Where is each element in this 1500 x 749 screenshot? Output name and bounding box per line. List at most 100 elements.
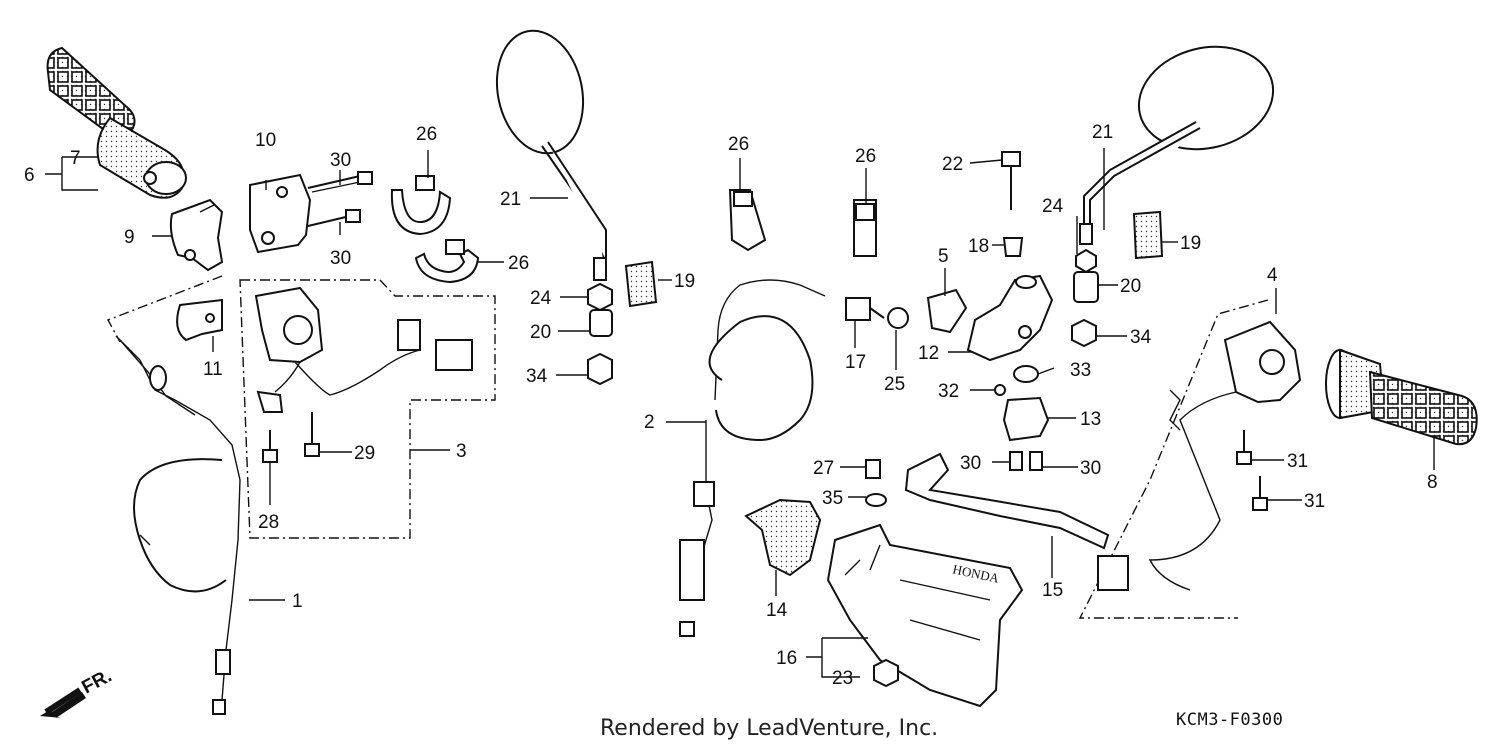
- washer-35: [865, 493, 887, 507]
- left-mirror: [495, 29, 607, 281]
- callout-32: 32: [938, 381, 959, 402]
- callout-14: 14: [766, 600, 788, 621]
- callout-13: 13: [1080, 409, 1101, 430]
- callout-16: 16: [776, 648, 797, 669]
- callout-7: 7: [70, 148, 81, 169]
- bolt-22: [1001, 151, 1021, 210]
- clamp-26d: [853, 199, 877, 257]
- screw-30b: [307, 209, 361, 227]
- right-mirror: [1079, 45, 1275, 245]
- callout-20b: 20: [1120, 276, 1141, 297]
- callout-21: 21: [500, 189, 521, 210]
- callout-30b: 30: [330, 248, 351, 269]
- hand-guard-16: HONDA: [826, 523, 1024, 708]
- clamp-26a: [390, 175, 452, 236]
- collar-18: [1002, 237, 1024, 257]
- callout-20: 20: [530, 322, 551, 343]
- callout-2: 2: [644, 412, 655, 433]
- callout-30d: 30: [1080, 458, 1101, 479]
- callout-24b: 24: [1042, 196, 1064, 217]
- callout-19: 19: [674, 271, 695, 292]
- clutch-switch-5: [926, 288, 968, 334]
- front-arrow-icon: FR.: [40, 666, 115, 718]
- clamp-26c: [728, 189, 767, 252]
- callout-17: 17: [845, 352, 866, 373]
- cap-33: [1013, 365, 1039, 383]
- leader-lines: [45, 148, 1435, 678]
- nut-24-left: [587, 282, 613, 312]
- callout-1: 1: [292, 591, 303, 612]
- adapter-20-right: [1073, 271, 1099, 303]
- callout-29: 29: [354, 443, 375, 464]
- lever-bracket-12: [966, 274, 1054, 362]
- clip-11: [176, 298, 223, 342]
- callout-33: 33: [1070, 360, 1091, 381]
- screw-27: [865, 459, 881, 479]
- callout-30a: 30: [330, 150, 351, 171]
- callout-31a: 31: [1287, 451, 1308, 472]
- clutch-cable: [679, 279, 826, 637]
- callout-25: 25: [884, 374, 905, 395]
- screw-31a: [1236, 430, 1252, 465]
- screw-31b: [1252, 476, 1268, 511]
- left-switch-assembly: [239, 279, 496, 539]
- callout-5: 5: [938, 246, 949, 267]
- nut-34-left: [587, 352, 613, 386]
- callout-11: 11: [203, 359, 223, 380]
- callout-26d: 26: [855, 146, 876, 167]
- nut-24-right: [1075, 248, 1097, 274]
- callout-31b: 31: [1304, 491, 1325, 512]
- clamp-26b: [414, 239, 480, 284]
- callout-15: 15: [1042, 580, 1063, 601]
- nut-23: [873, 658, 899, 688]
- callout-26b: 26: [508, 253, 529, 274]
- footer-credit: Rendered by LeadVenture, Inc.: [600, 716, 939, 741]
- cap-19-right: [1132, 210, 1164, 260]
- callout-21b: 21: [1092, 122, 1113, 143]
- callout-22: 22: [942, 154, 963, 175]
- adapter-20-left: [589, 309, 613, 337]
- boot-14: [744, 498, 822, 577]
- left-grip: [46, 46, 187, 199]
- callout-3: 3: [456, 441, 467, 462]
- callout-35: 35: [822, 488, 843, 509]
- throttle-cable: [107, 275, 241, 715]
- screw-30d: [1029, 451, 1043, 471]
- bolt-28: [262, 430, 278, 463]
- right-grip: [1325, 348, 1478, 446]
- callout-26c: 26: [728, 134, 749, 155]
- callout-28: 28: [258, 512, 279, 533]
- callout-numbers: 1 2 3 4 5 6 7 8 9 10 11 12 13 14 15 16 1…: [24, 122, 1438, 689]
- callout-8: 8: [1427, 472, 1438, 493]
- callout-12: 12: [918, 343, 939, 364]
- screw-30a: [307, 171, 373, 193]
- screw-30c: [1009, 451, 1023, 471]
- callout-4: 4: [1267, 265, 1278, 286]
- callout-19b: 19: [1180, 233, 1201, 254]
- callout-10: 10: [255, 130, 276, 151]
- callout-27: 27: [813, 458, 834, 479]
- cap-19-left: [624, 260, 658, 308]
- adjuster-17: [845, 297, 885, 321]
- grip-holder-upper: [249, 173, 312, 254]
- callout-23: 23: [832, 668, 853, 689]
- throttle-housing: [169, 198, 224, 272]
- holder-13: [1002, 396, 1050, 442]
- screw-32: [994, 384, 1006, 396]
- callout-6: 6: [24, 165, 35, 186]
- callout-30c: 30: [960, 453, 981, 474]
- callout-24: 24: [530, 288, 552, 309]
- brake-lever-15: [904, 452, 1110, 550]
- callout-9: 9: [124, 227, 135, 248]
- callout-34: 34: [526, 366, 548, 387]
- nut-25: [887, 307, 909, 329]
- callout-34b: 34: [1130, 327, 1152, 348]
- front-label: FR.: [78, 666, 115, 699]
- bolt-29: [304, 412, 320, 457]
- diagram-code: KCM3-F0300: [1176, 710, 1284, 730]
- callout-26a: 26: [416, 124, 437, 145]
- callout-18: 18: [968, 236, 989, 257]
- right-switch-assembly: [1078, 299, 1302, 619]
- nut-34-right: [1071, 318, 1097, 348]
